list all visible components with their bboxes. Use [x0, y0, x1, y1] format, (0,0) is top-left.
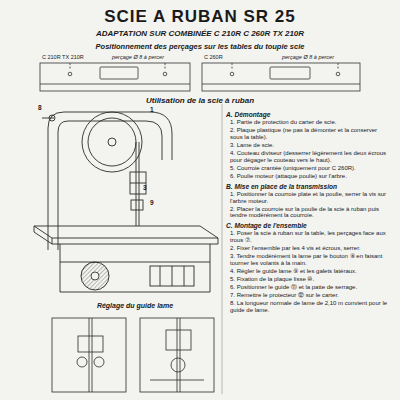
step-text: 4. Régler le guide lame ⑨ et les galets …: [230, 268, 390, 275]
step-heading: A. Démontage: [226, 111, 390, 118]
blade-guide-detail-part: [166, 330, 191, 350]
step-text: 2. Plaque plastique (ne pas la démonter …: [230, 127, 390, 141]
band-saw-part: [150, 266, 194, 286]
band-saw-part: [34, 232, 52, 244]
band-saw-part: [60, 262, 210, 263]
band-saw-part: [34, 226, 35, 232]
blade-guide-detail-part: [150, 380, 204, 381]
band-saw-part: [184, 266, 185, 286]
subtitle: ADAPTATION SUR COMBINÉE C 210R C 260R TX…: [40, 29, 360, 38]
step-text: 3. Tendre modérément la lame par le bout…: [230, 253, 390, 267]
band-saw-part: [52, 238, 218, 244]
table-plan-right-part: [270, 67, 310, 79]
table-plan-right-part: [230, 72, 234, 76]
table-plan-left-part: [40, 63, 190, 91]
table-plan-right-part: [338, 63, 339, 70]
step-text: 1. Poser la scie à ruban sur la table, l…: [230, 230, 390, 244]
band-saw: [34, 112, 218, 292]
section-heading: Utilisation de la scie à ruban: [100, 96, 300, 105]
blade-guide-detail-part: [78, 336, 103, 352]
band-saw-part: [34, 226, 218, 238]
table-plan-left-part: [40, 84, 190, 85]
instruction-column: A. Démontage1. Partie de protection du c…: [226, 108, 390, 315]
table-plan-right-part: [336, 72, 340, 76]
hand-wheel-part: [91, 272, 99, 280]
band-saw-part: [130, 183, 146, 184]
hand-wheel-part: [81, 262, 109, 290]
model-label: C 210R TX 210R: [42, 54, 114, 60]
table-plan-left-part: [70, 63, 71, 70]
blade-guide-detail-part: [92, 318, 93, 392]
page-title: SCIE A RUBAN SR 25: [20, 7, 380, 27]
figure-caption: Réglage du guide lame: [50, 302, 220, 310]
band-saw-part: [42, 118, 54, 119]
step-text: 4. Couteau diviseur (desserrer légèremen…: [230, 150, 390, 164]
blade-guide-detail-part: [180, 318, 181, 392]
step-text: 6. Poulie moteur (attaque poulie) sur l'…: [230, 173, 390, 180]
step-text: 6. Positionner le guide ⑪ et la patte de…: [230, 284, 390, 291]
table-plan-left-part: [68, 72, 72, 76]
band-saw-part: [160, 266, 161, 286]
column-rule-part: [222, 104, 223, 394]
band-saw-part: [60, 244, 210, 292]
callout-number: 3: [143, 184, 153, 191]
step-text: 7. Remettre le protecteur ⑫ sur le carte…: [230, 292, 390, 299]
band-saw-part: [108, 138, 116, 146]
callout-number: 1: [150, 106, 160, 113]
band-saw-part: [88, 118, 136, 166]
callout-number: 9: [150, 199, 160, 206]
band-saw-part: [49, 115, 55, 121]
table-plan-left-part: [100, 67, 138, 79]
step-text: 1. Positionner la courroie plate et la p…: [230, 191, 390, 205]
blade-guide-detail-part: [177, 318, 178, 392]
table-plan-right-part: [232, 63, 233, 70]
drill-note: perçage Ø 8 à percer: [282, 54, 362, 60]
step-text: 8. La longueur normale de lame de 2,10 m…: [230, 300, 390, 314]
band-saw-part: [131, 200, 143, 210]
step-heading: B. Mise en place de la transmission: [226, 183, 390, 190]
band-saw-part: [172, 266, 173, 286]
step-text: 5. Courroie crantée (uniquement pour C 2…: [230, 165, 390, 172]
blade-guide-detail-part: [89, 318, 90, 392]
table-plan-right-part: [202, 63, 360, 91]
band-saw-part: [139, 142, 140, 226]
step-heading: C. Montage de l'ensemble: [226, 222, 390, 229]
table-plan-right: [202, 63, 360, 91]
step-text: 3. Lame de scie.: [230, 142, 390, 149]
table-plan-left-part: [165, 63, 166, 70]
step-text: 1. Partie de protection du carter de sci…: [230, 119, 390, 126]
step-text: 2. Fixer l'ensemble par les 4 vis et écr…: [230, 245, 390, 252]
blade-guide-detail-part: [94, 357, 104, 367]
table-plan-left: [40, 63, 190, 91]
blade-guide-detail: [52, 318, 214, 392]
hand-wheel: [81, 262, 109, 290]
blade-guide-detail-part: [140, 318, 214, 392]
band-saw-part: [136, 142, 137, 226]
blade-guide-detail-part: [77, 357, 87, 367]
column-rule: [222, 104, 223, 394]
section-heading: Positionnement des perçages sur les tabl…: [40, 43, 360, 52]
band-saw-part: [82, 112, 142, 172]
blade-guide-detail-part: [171, 358, 185, 372]
step-text: 5. Fixation de la plaque lisse ⑩.: [230, 276, 390, 283]
model-label: C 260R: [204, 54, 254, 60]
table-plan-right-part: [202, 84, 360, 85]
callout-number: 8: [38, 104, 48, 111]
drill-note: perçage Ø 8 à percer: [112, 54, 192, 60]
band-saw-part: [48, 112, 172, 250]
step-text: 2. Placer la courroie sur la poulie de l…: [230, 206, 390, 220]
table-plan-left-part: [163, 72, 167, 76]
blade-guide-detail-part: [52, 318, 126, 392]
band-saw-part: [58, 121, 162, 250]
